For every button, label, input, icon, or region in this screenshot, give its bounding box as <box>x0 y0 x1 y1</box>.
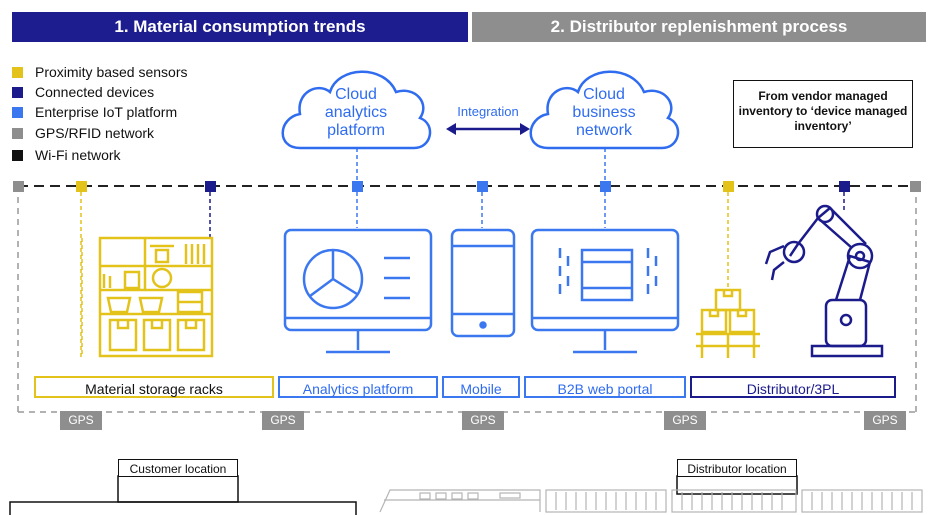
label-b2b-web-portal: B2B web portal <box>524 376 686 398</box>
label-mobile: Mobile <box>442 376 520 398</box>
legend-swatch-gray <box>12 128 23 139</box>
cloud-analytics-line-2: analytics <box>324 104 388 121</box>
network-nodes <box>13 181 921 192</box>
mobile-phone-icon <box>450 228 516 338</box>
label-analytics-platform: Analytics platform <box>278 376 438 398</box>
connectors <box>80 148 845 360</box>
customer-location-structure <box>9 475 357 515</box>
legend-label: Wi-Fi network <box>35 147 121 163</box>
node-gray-right <box>910 181 921 192</box>
distributor-location-label: Distributor location <box>677 459 797 477</box>
node-gray-left <box>13 181 24 192</box>
legend-label: Proximity based sensors <box>35 64 188 80</box>
legend-swatch-blue <box>12 107 23 118</box>
gps-badge: GPS <box>262 411 304 430</box>
cloud-business-shape <box>529 70 680 150</box>
node-blue-analytics <box>352 181 363 192</box>
gps-badge: GPS <box>60 411 102 430</box>
legend-label: GPS/RFID network <box>35 125 155 141</box>
node-navy-robot <box>839 181 850 192</box>
node-yellow-boxes <box>723 181 734 192</box>
legend-swatch-yellow <box>12 67 23 78</box>
cloud-business-line-3: network <box>575 122 633 139</box>
legend-label: Enterprise IoT platform <box>35 104 178 120</box>
robot-arm-icon <box>764 204 884 358</box>
cloud-analytics-label: Cloud analytics platform <box>306 86 406 140</box>
banner-material-consumption: 1. Material consumption trends <box>12 12 468 42</box>
vendor-managed-note: From vendor managed inventory to ‘device… <box>733 80 913 148</box>
distributor-location-structure <box>676 475 798 495</box>
cloud-analytics-line-1: Cloud <box>335 86 377 103</box>
customer-location-label: Customer location <box>118 459 238 477</box>
analytics-monitor-icon <box>283 228 433 354</box>
legend-swatch-navy <box>12 87 23 98</box>
network-boundary <box>17 185 917 413</box>
label-material-storage-racks: Material storage racks <box>34 376 274 398</box>
integration-label: Integration <box>457 104 519 119</box>
web-portal-monitor-icon <box>530 228 680 354</box>
cloud-business-label: Cloud business network <box>554 86 654 140</box>
legend-swatch-black <box>12 150 23 161</box>
node-blue-mobile <box>477 181 488 192</box>
box-pallet-icon <box>696 288 760 358</box>
cloud-business-line-2: business <box>572 104 636 121</box>
banner-distributor-replenishment: 2. Distributor replenishment process <box>472 12 926 42</box>
cloud-analytics-shape <box>281 70 432 150</box>
node-blue-portal <box>600 181 611 192</box>
gps-badge: GPS <box>864 411 906 430</box>
gps-badge: GPS <box>664 411 706 430</box>
gps-badge: GPS <box>462 411 504 430</box>
label-distributor-3pl: Distributor/3PL <box>690 376 896 398</box>
legend-label: Connected devices <box>35 84 155 100</box>
integration-arrow <box>446 123 530 135</box>
storage-rack-icon <box>81 236 214 358</box>
train-icon <box>379 489 923 513</box>
node-yellow-rack <box>76 181 87 192</box>
cloud-analytics-line-3: platform <box>327 122 385 139</box>
cloud-business-line-1: Cloud <box>583 86 625 103</box>
node-navy-rack <box>205 181 216 192</box>
